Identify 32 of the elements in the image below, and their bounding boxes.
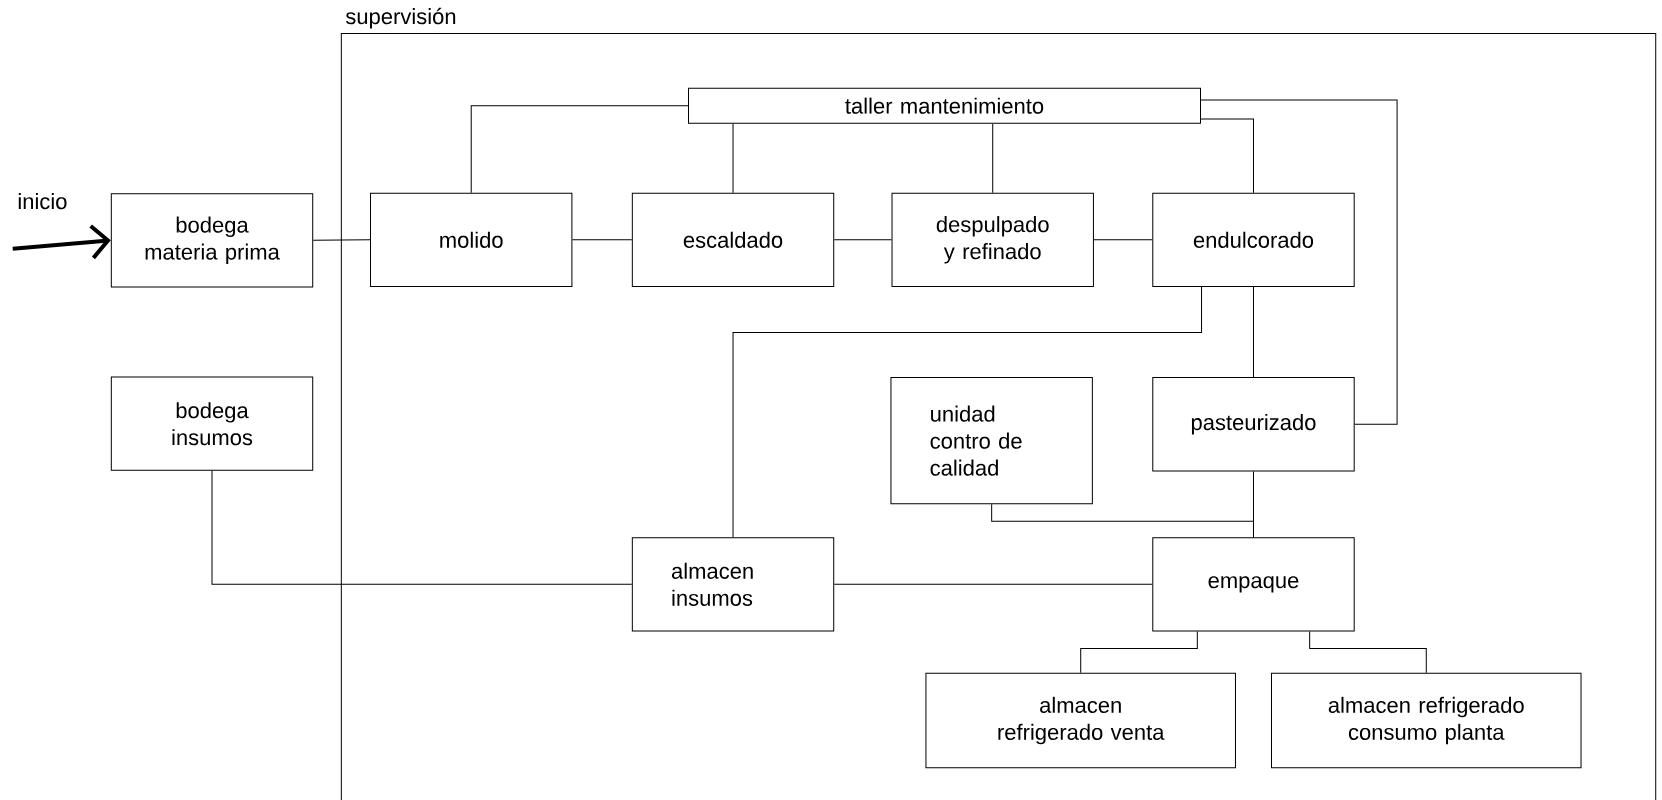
connector-line bbox=[1200, 118, 1254, 194]
connector-line bbox=[1309, 630, 1427, 674]
process-box: escaldado bbox=[631, 192, 835, 287]
process-box: unidad contro de calidad bbox=[890, 377, 1093, 505]
connector-line bbox=[833, 239, 893, 241]
connector-line bbox=[1093, 239, 1153, 241]
arrow bbox=[12, 224, 111, 260]
process-box: almacen insumos bbox=[631, 537, 835, 632]
connector-line bbox=[1253, 286, 1254, 378]
process-box: almacen refrigerado consumo planta bbox=[1271, 672, 1582, 769]
process-box: bodega materia prima bbox=[110, 193, 314, 288]
process-box: taller mantenimiento bbox=[688, 87, 1201, 124]
connector-line bbox=[732, 123, 734, 194]
process-box: bodega insumos bbox=[110, 376, 314, 471]
start-label: inicio bbox=[18, 193, 67, 210]
connector-line bbox=[1200, 99, 1398, 425]
process-box: molido bbox=[370, 192, 573, 287]
connector-line bbox=[1080, 630, 1198, 674]
connector-line bbox=[571, 239, 633, 241]
process-box: pasteurizado bbox=[1152, 377, 1355, 472]
connector-line bbox=[470, 105, 689, 194]
process-box: empaque bbox=[1152, 537, 1355, 632]
process-box: almacen refrigerado venta bbox=[925, 672, 1236, 769]
connector-line bbox=[211, 470, 633, 585]
node-label: supervisión bbox=[345, 7, 456, 29]
connector-line bbox=[312, 239, 371, 241]
connector-line bbox=[991, 503, 1254, 538]
connector-line bbox=[732, 286, 1203, 538]
process-box: despulpado y refinado bbox=[891, 192, 1094, 287]
connector-line bbox=[992, 123, 994, 194]
process-box: endulcorado bbox=[1152, 192, 1355, 287]
connector-line bbox=[833, 583, 1153, 585]
